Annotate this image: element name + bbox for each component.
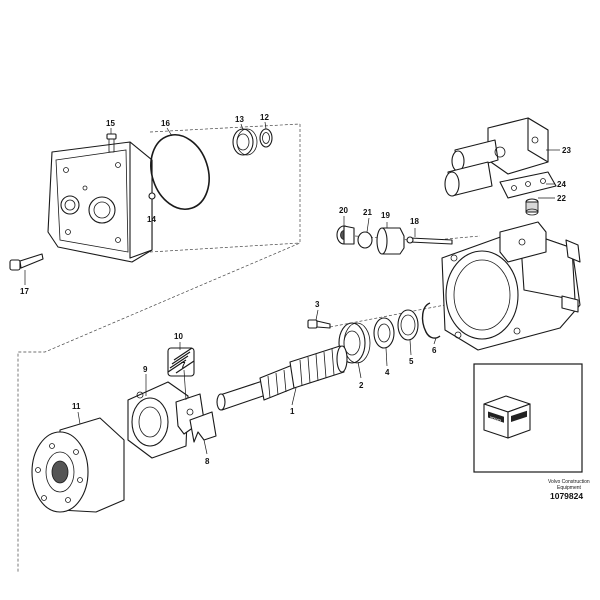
label-24: 24 [557,180,566,189]
screw-3 [307,319,331,329]
plug-22 [525,198,539,216]
label-9: 9 [143,365,148,374]
label-21: 21 [363,208,372,217]
label-11: 11 [72,402,81,411]
label-12: 12 [260,113,269,122]
snap-ring-6 [421,302,441,339]
label-13: 13 [235,115,244,124]
label-15: 15 [106,119,115,128]
label-6: 6 [432,346,437,355]
seal-12 [259,128,273,148]
bolt-15 [106,133,117,153]
part-labels: 15 16 13 12 14 17 23 24 22 20 21 19 18 3… [20,113,571,466]
label-4: 4 [385,368,390,377]
label-10: 10 [174,332,183,341]
label-19: 19 [381,211,390,220]
cylinder-barrel-11 [31,417,125,513]
kit-inset-box: VOLVO [473,363,583,473]
drive-shaft-1 [216,345,348,411]
ring-4 [373,317,395,349]
label-20: 20 [339,206,348,215]
screw-17 [9,253,44,271]
label-18: 18 [410,217,419,226]
o-ring-16 [150,134,210,210]
label-5: 5 [409,357,414,366]
spring-10 [167,347,195,377]
label-16: 16 [161,119,170,128]
label-1: 1 [290,407,295,416]
control-valve-23 [444,117,549,197]
label-8: 8 [205,457,210,466]
cap-20 [336,225,355,245]
kit-box-logo: VOLVO [490,415,501,423]
washer-14 [148,192,156,200]
ring-21 [357,231,373,249]
label-22: 22 [557,194,566,203]
brand-line-1: Volvo Construction [548,479,590,485]
document-number: 1079824 [550,491,583,501]
label-7: 7 [181,361,186,370]
label-3: 3 [315,300,320,309]
label-23: 23 [562,146,571,155]
pump-housing [441,221,581,351]
brand-line-2: Equipment [557,485,582,491]
bearing-13 [232,128,258,156]
footer: Volvo Construction Equipment 1079824 [548,479,590,501]
kit-package-icon: VOLVO [483,395,531,439]
label-14: 14 [147,215,156,224]
ring-5 [397,309,419,341]
cover-plate [47,141,153,263]
gasket-24 [499,171,557,199]
pin-18 [406,236,453,245]
label-2: 2 [359,381,364,390]
piston-19 [376,227,405,255]
swash-plate-9 [127,381,189,459]
label-17: 17 [20,287,29,296]
